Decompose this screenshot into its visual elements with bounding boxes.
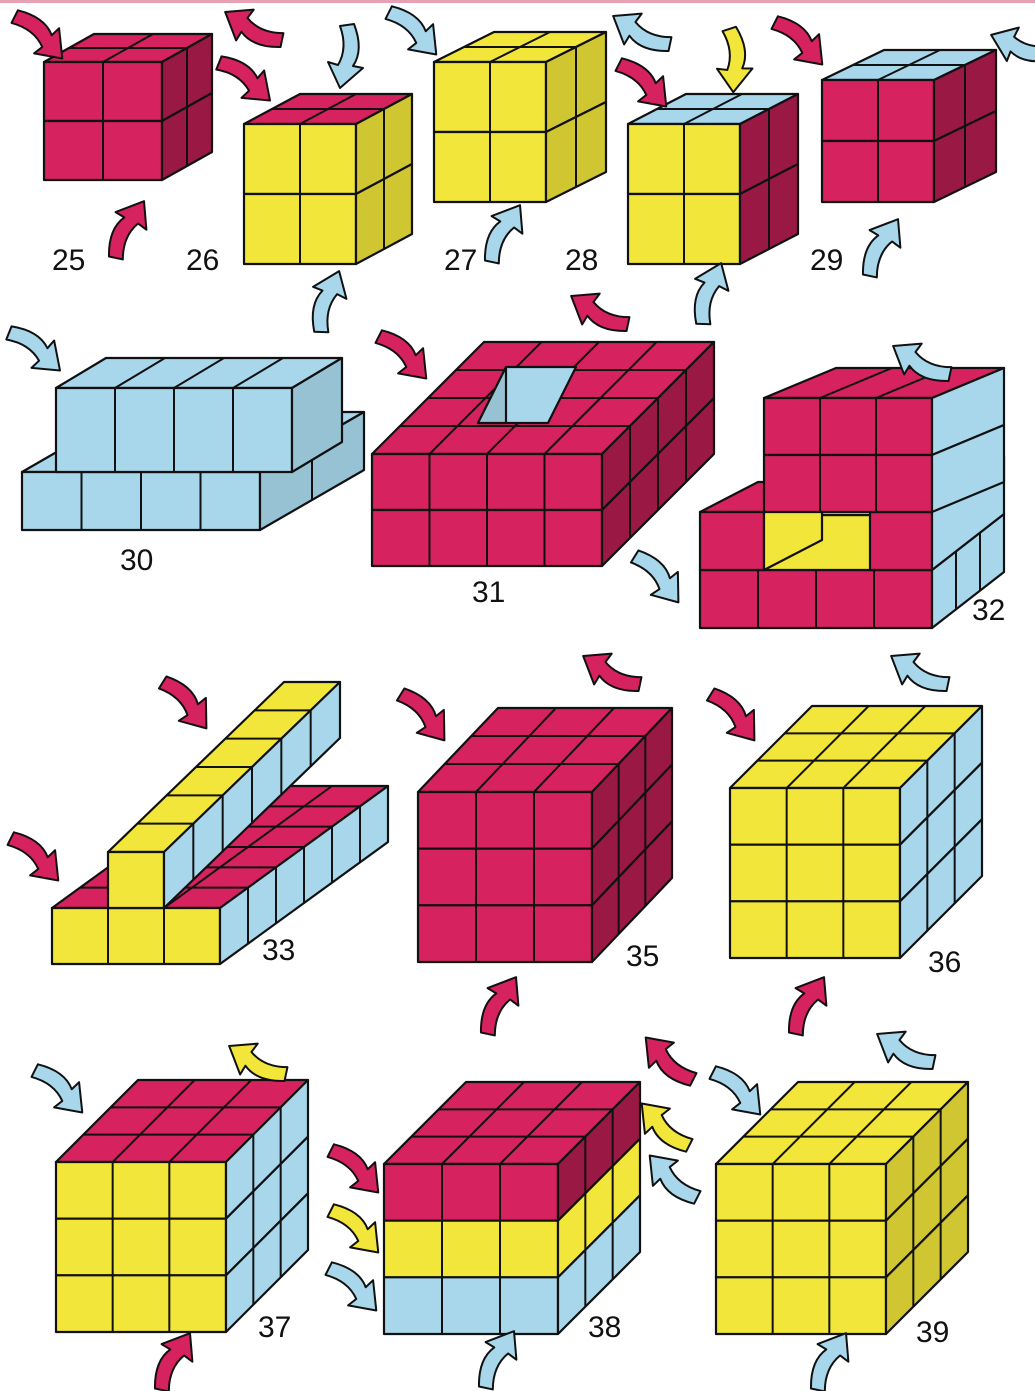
curved-arrow-icon xyxy=(637,1146,710,1211)
curved-arrow-icon xyxy=(883,645,955,700)
figure-label-36: 36 xyxy=(928,948,961,978)
curved-arrow-icon xyxy=(0,825,71,890)
curved-arrow-icon xyxy=(319,1197,392,1262)
front-band xyxy=(716,1221,886,1278)
figure-label-31: 31 xyxy=(472,578,505,608)
shape-30 xyxy=(22,358,364,530)
curved-arrow-icon xyxy=(150,670,222,738)
front-band xyxy=(730,788,900,845)
curved-arrow-icon xyxy=(855,211,910,283)
curved-arrow-icon xyxy=(23,1057,96,1122)
curved-arrow-icon xyxy=(622,544,694,612)
front-band xyxy=(730,845,900,902)
front-band xyxy=(418,792,592,849)
curved-arrow-icon xyxy=(710,25,756,94)
curved-arrow-icon xyxy=(367,323,440,388)
curved-arrow-icon xyxy=(869,1023,941,1078)
figure-label-33: 33 xyxy=(262,936,295,966)
curved-arrow-icon xyxy=(101,193,156,265)
figure-label-28: 28 xyxy=(565,246,598,276)
cube-35 xyxy=(418,708,672,962)
figure-label-27: 27 xyxy=(444,246,477,276)
curved-arrow-icon xyxy=(633,1028,706,1093)
shape-32 xyxy=(700,368,1004,628)
curved-arrow-icon xyxy=(473,969,528,1041)
front-band xyxy=(52,908,220,964)
curved-arrow-icon xyxy=(563,285,635,340)
figure-label-38: 38 xyxy=(588,1313,621,1343)
curved-arrow-icon xyxy=(477,197,532,269)
curved-arrow-icon xyxy=(701,1059,774,1124)
front-band xyxy=(764,398,932,455)
front-band xyxy=(384,1164,558,1221)
front-band xyxy=(108,852,164,908)
cube-37 xyxy=(56,1080,308,1332)
shape-33 xyxy=(52,682,388,964)
front-band xyxy=(716,1277,886,1334)
front-band xyxy=(56,1219,226,1276)
figure-label-35: 35 xyxy=(626,942,659,972)
curved-arrow-icon xyxy=(305,267,351,336)
cube-25 xyxy=(44,34,212,180)
front-band xyxy=(418,905,592,962)
curved-arrow-icon xyxy=(388,682,460,750)
front-band xyxy=(730,901,900,958)
figure-label-29: 29 xyxy=(810,246,843,276)
front-band xyxy=(56,1162,226,1219)
figure-label-26: 26 xyxy=(186,246,219,276)
curved-arrow-icon xyxy=(803,1325,858,1391)
curved-arrow-icon xyxy=(319,1137,392,1202)
curved-arrow-icon xyxy=(687,259,733,328)
figure-label-25: 25 xyxy=(52,246,85,276)
front-band xyxy=(418,849,592,906)
front-band xyxy=(870,512,932,570)
curved-arrow-icon xyxy=(328,24,363,88)
front-band xyxy=(764,455,932,512)
figure-label-39: 39 xyxy=(916,1318,949,1348)
curved-arrow-icon xyxy=(698,682,770,750)
figure-label-32: 32 xyxy=(972,596,1005,626)
curved-arrow-icon xyxy=(217,1,289,56)
cube-27 xyxy=(434,32,606,202)
curved-arrow-icon xyxy=(377,0,450,64)
cube-39 xyxy=(716,1082,968,1334)
front-band xyxy=(700,512,764,570)
cube-38 xyxy=(384,1082,640,1334)
front-band xyxy=(56,1275,226,1332)
curved-arrow-icon xyxy=(575,645,647,700)
cube-29 xyxy=(822,50,996,202)
curved-arrow-icon xyxy=(317,1255,390,1320)
curved-arrow-icon xyxy=(763,9,836,74)
front-band xyxy=(384,1277,558,1334)
curved-arrow-icon xyxy=(209,49,282,111)
figure-label-30: 30 xyxy=(120,546,153,576)
curved-arrow-icon xyxy=(605,5,677,60)
front-band xyxy=(384,1221,558,1278)
curved-arrow-icon xyxy=(0,319,71,381)
curved-arrow-icon xyxy=(147,1325,202,1391)
front-band xyxy=(716,1164,886,1221)
cube-36 xyxy=(730,706,982,958)
cube-26 xyxy=(244,94,412,264)
curved-arrow-icon xyxy=(781,969,836,1041)
figure-label-37: 37 xyxy=(258,1313,291,1343)
cube-28 xyxy=(628,94,798,264)
